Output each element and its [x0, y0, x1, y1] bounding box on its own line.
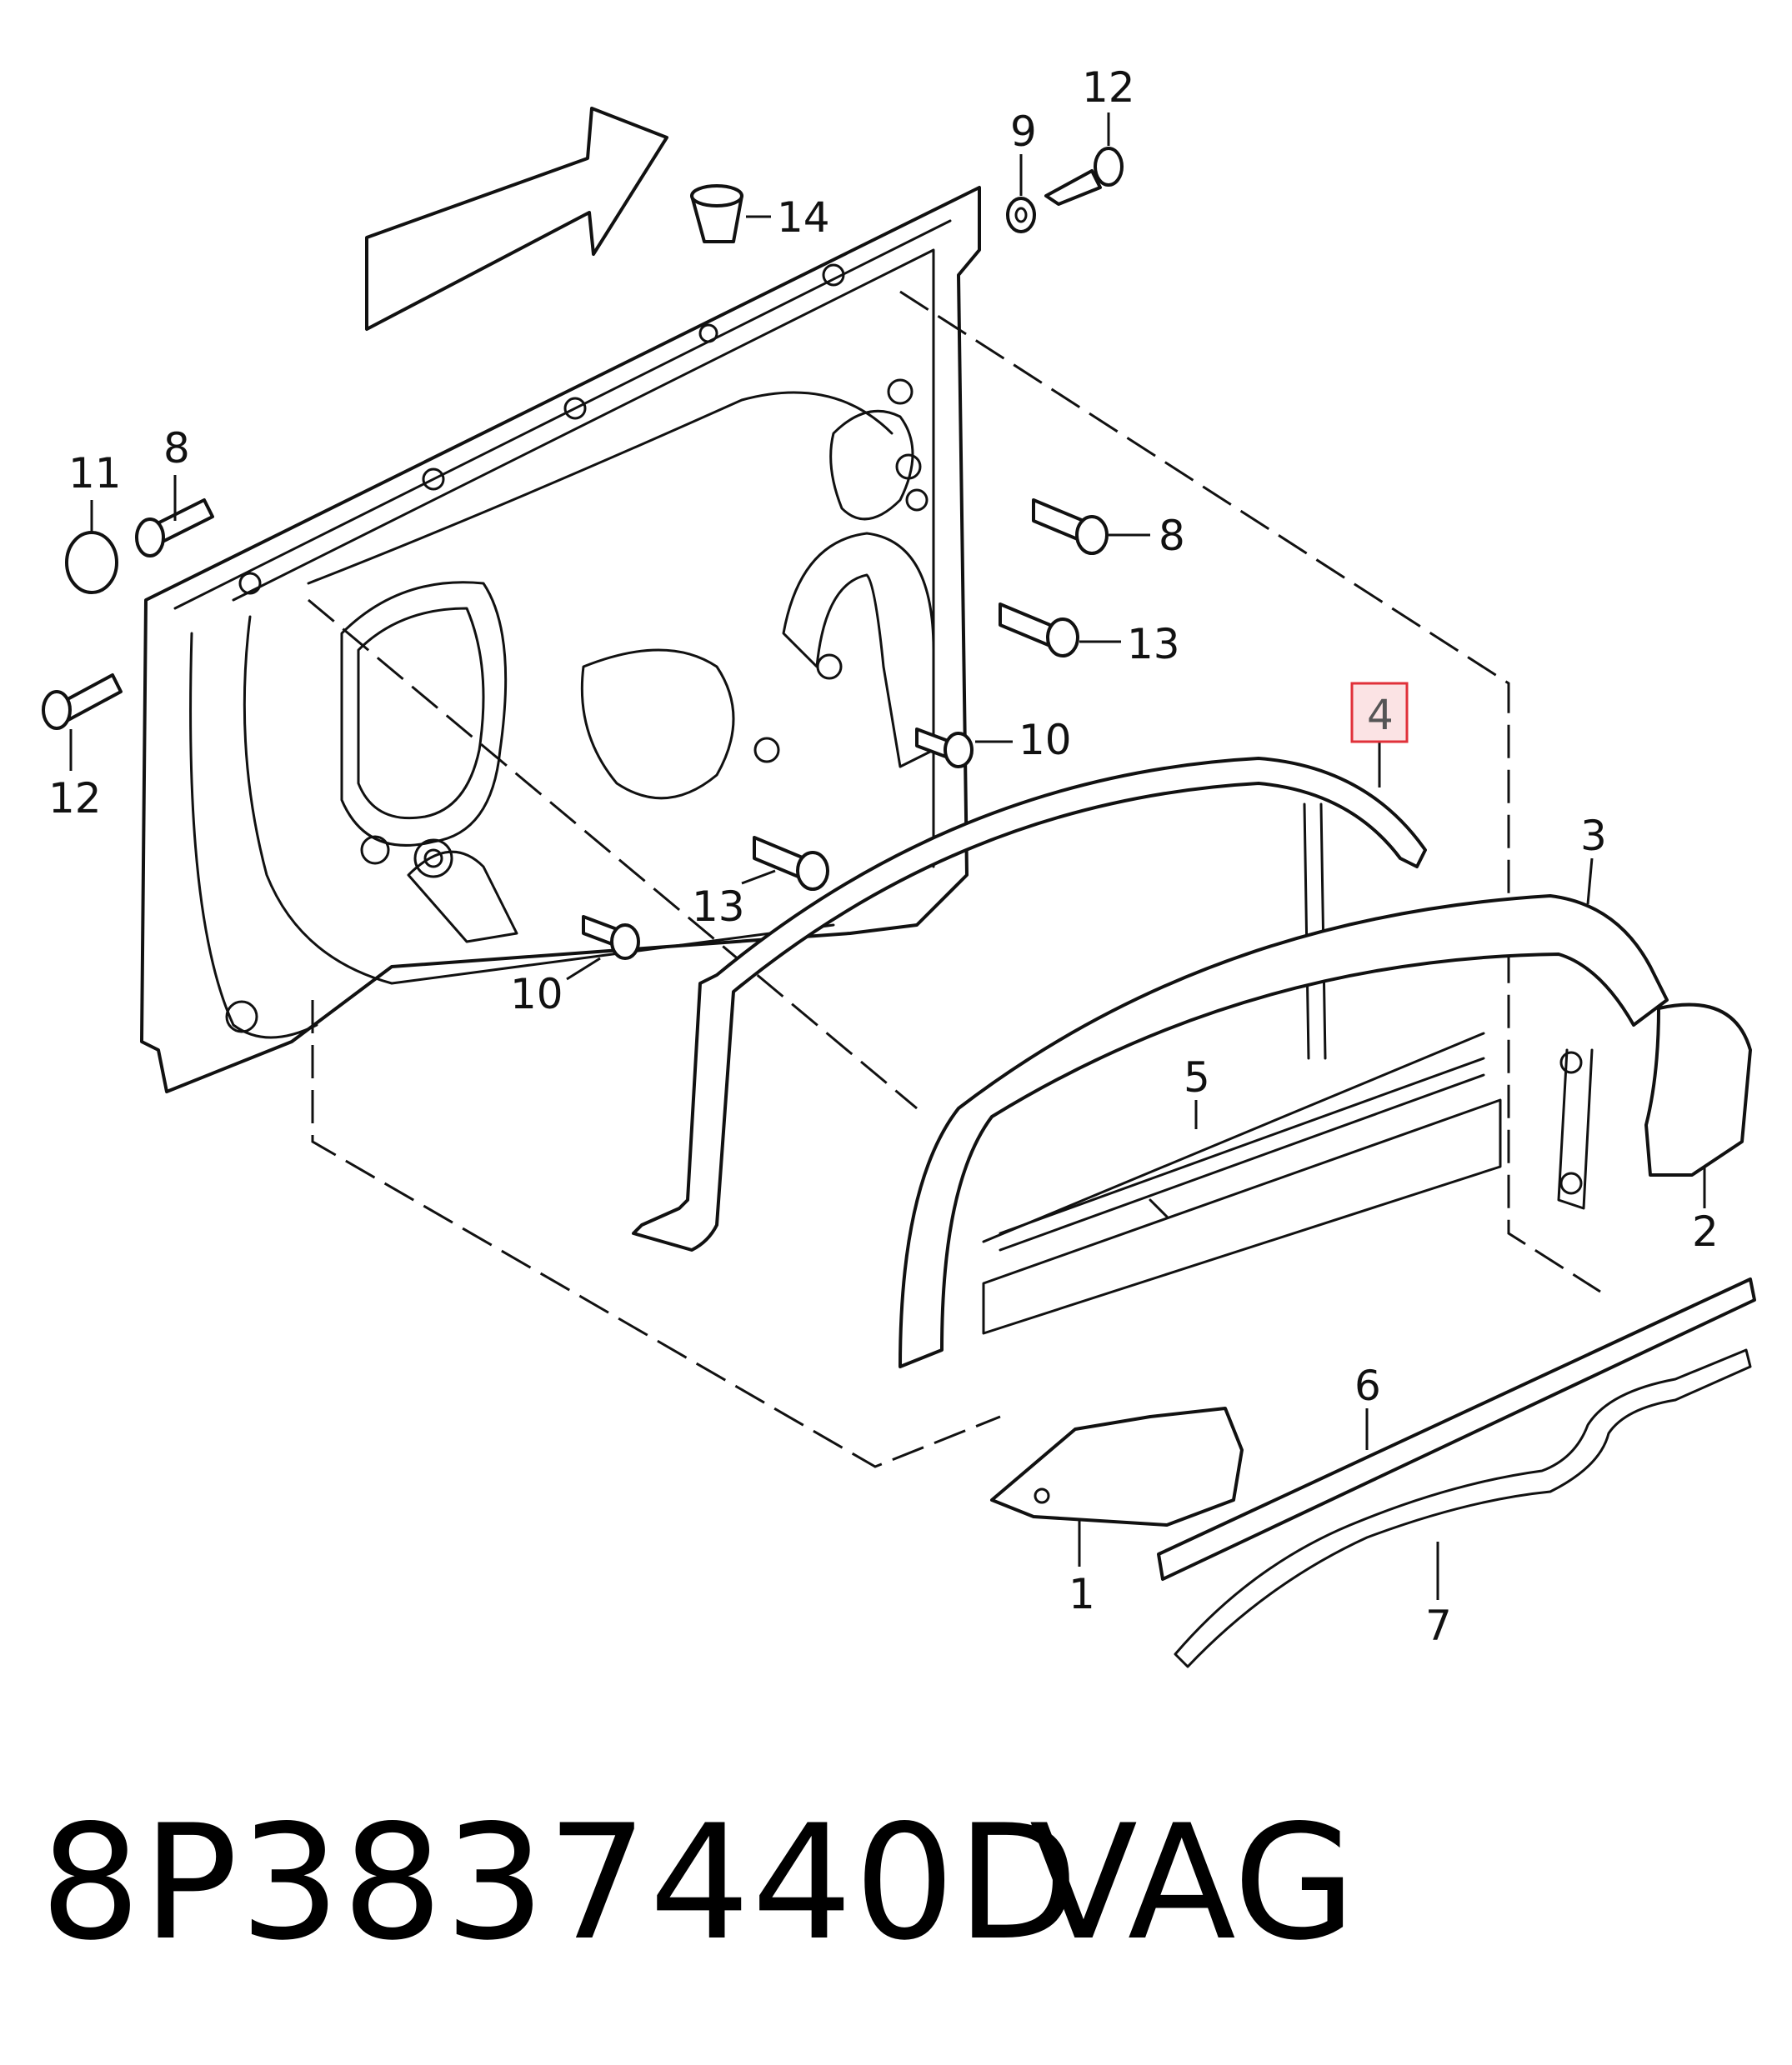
- part-5-guide-rail: [999, 1057, 1485, 1252]
- callout-1: 1: [1069, 1570, 1095, 1618]
- door-inner-panel: [140, 186, 981, 1093]
- part-2-rear-bracket: [1644, 1002, 1752, 1177]
- callout-7: 7: [1425, 1602, 1452, 1650]
- part-8-screw-left: [135, 498, 214, 558]
- part-1-lower-bracket: [990, 1407, 1244, 1527]
- part-6-window-strip: [1157, 1278, 1756, 1581]
- callout-13-center: 13: [692, 882, 745, 931]
- callout-11: 11: [68, 449, 122, 498]
- part-14-spreader-nut: [690, 184, 743, 243]
- part-13-screw-right: [999, 602, 1079, 658]
- part-9-washer: [1006, 197, 1036, 233]
- callout-5: 5: [1184, 1053, 1210, 1102]
- part-10-screw-right: [915, 728, 974, 768]
- callout-8-right: 8: [1159, 512, 1185, 560]
- part-11-cap: [65, 531, 118, 594]
- callout-10-center: 10: [510, 970, 563, 1018]
- callout-13-right: 13: [1127, 620, 1180, 668]
- part-4-window-frame-trim: [632, 757, 1427, 1252]
- callout-4-highlight-box: [1350, 682, 1409, 743]
- part-3-window-frame: [899, 894, 1669, 1368]
- callout-12-left: 12: [48, 774, 102, 822]
- leader-10-center: [566, 957, 601, 981]
- callout-3: 3: [1580, 812, 1607, 860]
- part-12-screw-left: [42, 673, 123, 730]
- callout-14: 14: [777, 193, 830, 242]
- callout-2: 2: [1692, 1208, 1719, 1256]
- direction-arrow: [365, 107, 668, 331]
- brand-caption: VAG: [1029, 1791, 1356, 1975]
- part-12-screw-top: [1044, 147, 1124, 206]
- leader-3: [1586, 858, 1594, 905]
- leader-13-center: [741, 869, 776, 885]
- callout-8-left: 8: [163, 424, 190, 472]
- part-1-hole: [1034, 1488, 1050, 1504]
- part-number-caption: 8P3837440D: [40, 1791, 1080, 1975]
- callout-6: 6: [1354, 1362, 1381, 1410]
- part-8-screw-right: [1032, 498, 1109, 555]
- part-13-screw-center: [753, 836, 829, 891]
- part-10-screw-center: [582, 915, 640, 960]
- callout-9: 9: [1010, 108, 1037, 156]
- assembly-line-center: [308, 598, 918, 1110]
- assembly-line-bottom: [311, 1000, 1001, 1468]
- part-7-seal-cord: [1174, 1348, 1752, 1668]
- callout-4: 4: [1367, 691, 1394, 739]
- assembly-line-top: [899, 290, 1601, 1293]
- callout-10-right: 10: [1019, 716, 1072, 764]
- callout-12-top: 12: [1082, 63, 1135, 112]
